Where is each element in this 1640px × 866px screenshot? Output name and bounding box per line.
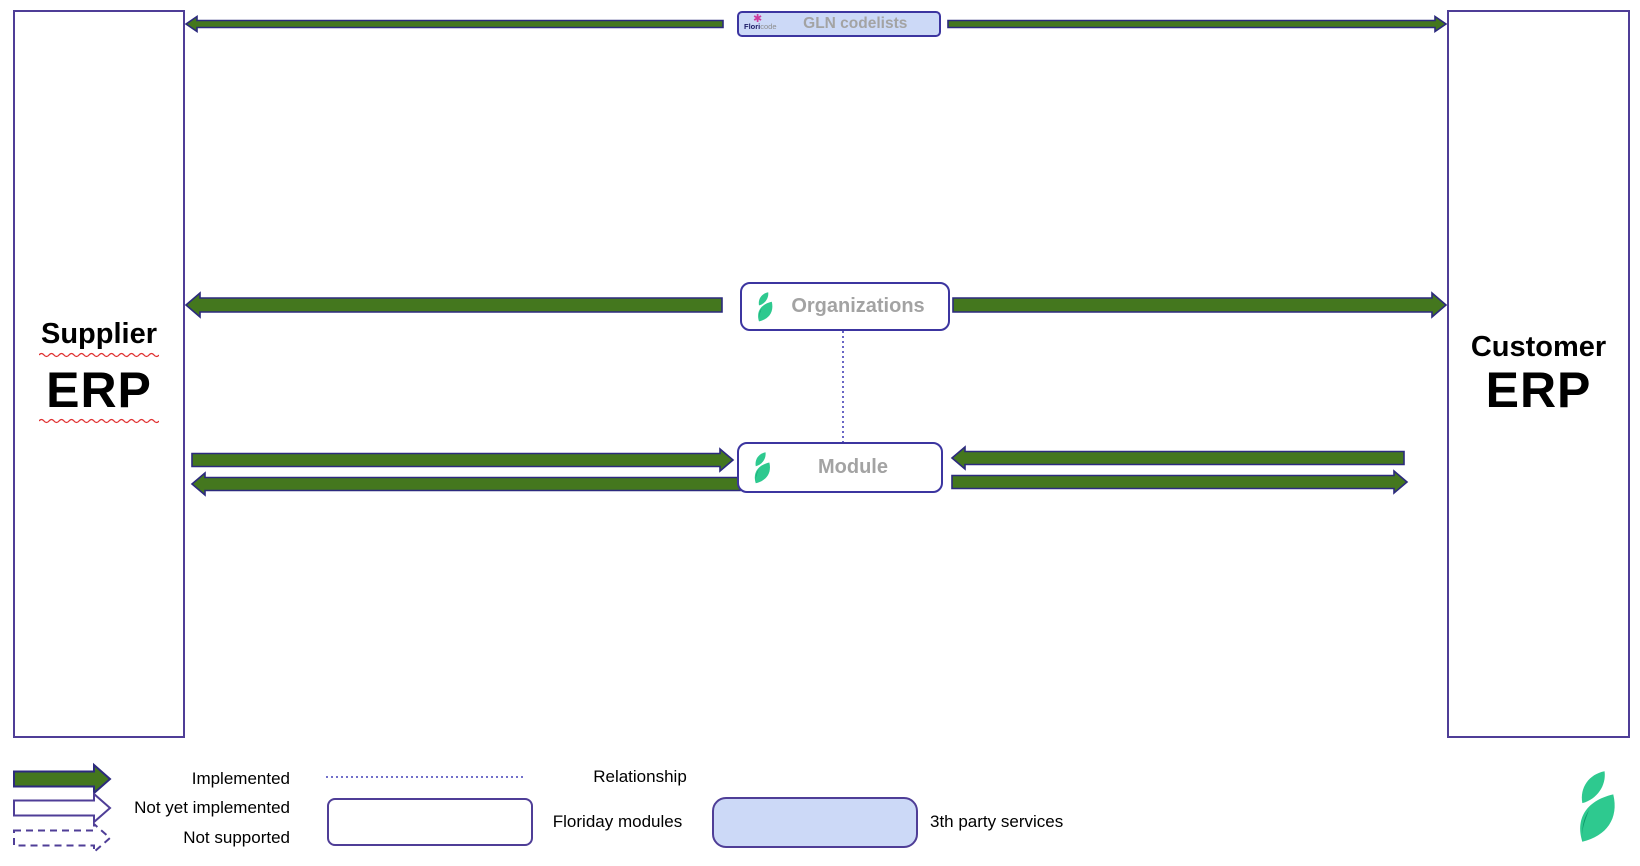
- legend-implemented-label: Implemented: [191, 769, 290, 788]
- spellcheck-squiggle: [39, 418, 159, 424]
- legend-third-party-label: 3th party services: [930, 812, 1064, 831]
- organizations-node: Organizations: [740, 282, 950, 331]
- legend-third-party-box-icon: [712, 797, 918, 848]
- legend-not-yet-implemented-arrow-icon: [13, 791, 112, 825]
- floriday-leaf-icon: [754, 451, 770, 483]
- floricode-flower-icon: [753, 14, 762, 25]
- module-node: Module: [737, 442, 943, 493]
- floriday-logo-icon: [1580, 771, 1615, 842]
- arrow-organizations-to-supplier: [184, 291, 723, 319]
- organizations-label: Organizations: [791, 295, 925, 317]
- floricode-logo: Floricode: [744, 17, 777, 31]
- arrow-gln-to-supplier: [184, 14, 724, 34]
- gln-codelists-node: Floricode GLN codelists: [737, 11, 941, 37]
- spellcheck-squiggle: [39, 353, 159, 358]
- customer-erp-box: Customer ERP: [1447, 10, 1630, 738]
- gln-codelists-label: GLN codelists: [803, 15, 908, 32]
- supplier-title: Supplier: [40, 318, 157, 351]
- arrow-organizations-to-customer: [952, 291, 1448, 319]
- customer-title: Customer: [1470, 331, 1607, 364]
- legend-floriday-modules-label: Floriday modules: [552, 812, 683, 831]
- arrow-gln-to-customer: [947, 14, 1448, 34]
- arrow-customer-to-module: [950, 445, 1405, 471]
- legend-relationship-label: Relationship: [593, 767, 687, 786]
- supplier-erp-box: Supplier ERP: [13, 10, 185, 738]
- floriday-leaf-icon: [758, 291, 773, 321]
- legend-not-supported-label: Not supported: [183, 828, 290, 847]
- customer-erp-label: ERP: [1485, 362, 1592, 419]
- arrow-supplier-to-module: [191, 447, 735, 473]
- legend-floriday-module-box-icon: [327, 798, 533, 846]
- arrow-module-to-customer: [951, 469, 1409, 495]
- arrow-module-to-supplier: [190, 471, 741, 497]
- legend-not-supported-arrow-icon: [13, 821, 112, 855]
- legend-implemented-arrow-icon: [13, 762, 112, 796]
- legend-not-yet-implemented-label: Not yet implemented: [134, 798, 290, 817]
- module-label: Module: [818, 456, 888, 478]
- supplier-erp-label: ERP: [46, 362, 152, 419]
